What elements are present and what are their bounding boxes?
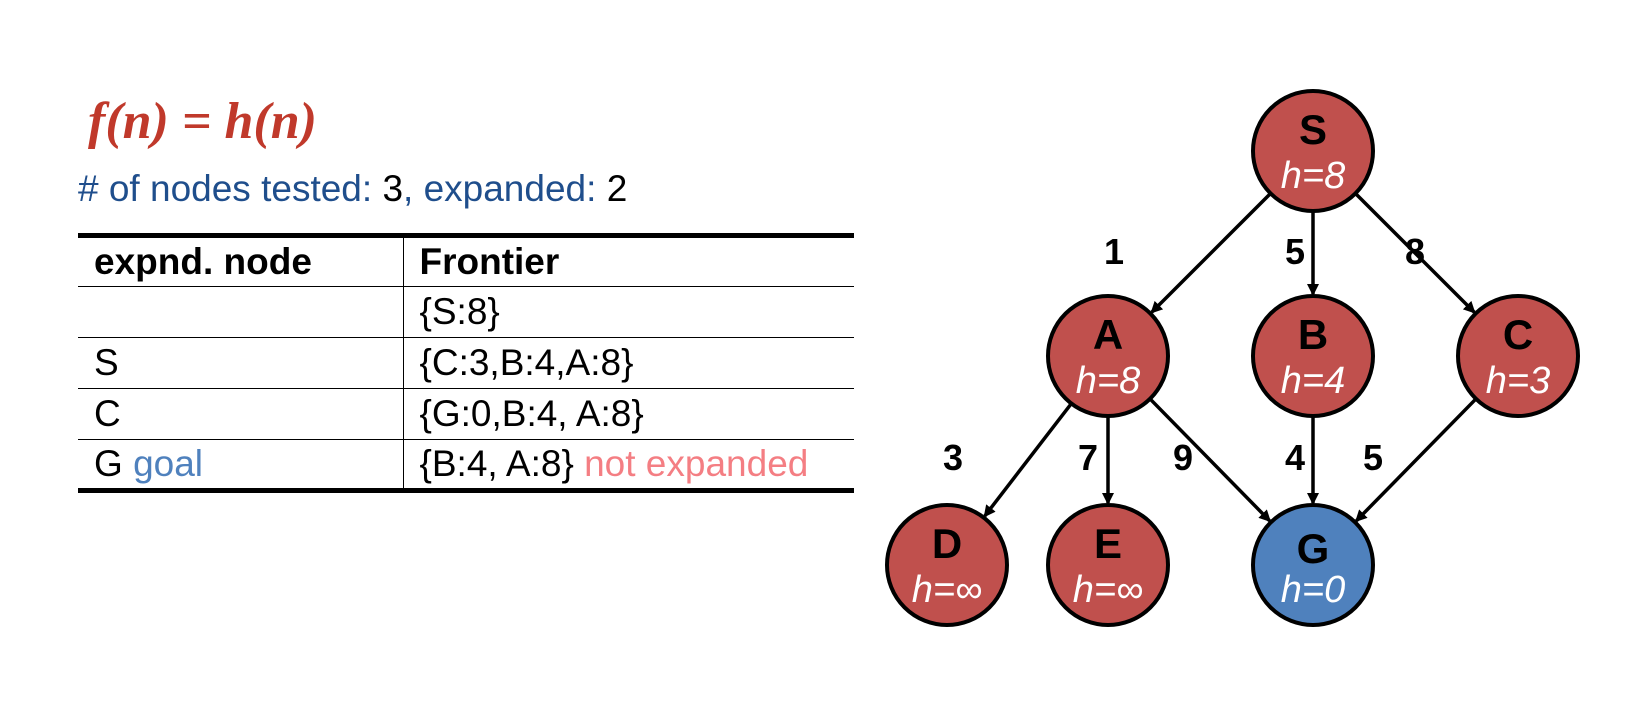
formula-title: f(n) = h(n): [88, 93, 317, 150]
node-S: Sh=8: [1251, 89, 1375, 213]
node-heuristic-B: h=4: [1281, 360, 1345, 402]
node-heuristic-C: h=3: [1486, 360, 1550, 402]
edges-layer: 1 5 8 3 7 9 4 5: [943, 192, 1477, 523]
node-heuristic-A: h=8: [1076, 360, 1140, 402]
edge-cost-A-D: 3: [943, 437, 963, 478]
expanded-node-cell: G goal: [78, 439, 404, 491]
node-heuristic-S: h=8: [1281, 155, 1345, 197]
node-B: Bh=4: [1251, 294, 1375, 418]
node-name-E: E: [1094, 520, 1122, 567]
node-circle-E: [1046, 503, 1170, 627]
search-trace-table: expnd. node Frontier {S:8} S {C:3,B:4,A:…: [78, 233, 854, 493]
node-G: Gh=0: [1251, 503, 1375, 627]
node-name-C: C: [1503, 311, 1533, 358]
node-stats: # of nodes tested: 3, expanded: 2: [78, 170, 627, 207]
node-E: Eh=∞: [1046, 503, 1170, 627]
node-name-S: S: [1299, 106, 1327, 153]
node-circle-G: [1251, 503, 1375, 627]
node-circle-B: [1251, 294, 1375, 418]
node-A: Ah=8: [1046, 294, 1170, 418]
expanded-label: , expanded:: [403, 168, 607, 209]
tested-value: 3: [382, 168, 404, 209]
edge-cost-S-B: 5: [1285, 231, 1305, 272]
frontier-cell: {C:3,B:4,A:8}: [403, 337, 854, 389]
table-row: S {C:3,B:4,A:8}: [78, 337, 854, 389]
edge-S-A: [1150, 192, 1272, 314]
expanded-node: G: [94, 443, 134, 484]
edge-cost-B-G: 4: [1285, 437, 1305, 478]
node-circle-S: [1251, 89, 1375, 213]
expanded-node: C: [94, 393, 121, 434]
frontier-cell: {G:0,B:4, A:8}: [403, 388, 854, 440]
table-header-row: expnd. node Frontier: [78, 235, 854, 287]
edge-cost-C-G: 5: [1363, 437, 1383, 478]
column-header-expanded-node: expnd. node: [78, 235, 404, 287]
edge-A-G: [1149, 398, 1271, 523]
node-circle-A: [1046, 294, 1170, 418]
node-note: goal: [133, 443, 204, 484]
expanded-node-cell: C: [78, 388, 404, 440]
frontier-note: not expanded: [584, 443, 809, 484]
expanded-value: 2: [606, 168, 628, 209]
edge-cost-A-E: 7: [1078, 437, 1098, 478]
node-heuristic-G: h=0: [1281, 569, 1345, 611]
node-name-A: A: [1093, 311, 1123, 358]
node-heuristic-D: h=∞: [912, 569, 982, 611]
frontier-value: {B:4, A:8}: [419, 443, 585, 484]
frontier-cell: {B:4, A:8} not expanded: [403, 440, 854, 491]
table-row: G goal {B:4, A:8} not expanded: [78, 439, 854, 491]
edge-cost-S-C: 8: [1405, 231, 1425, 272]
expanded-node: S: [94, 342, 119, 383]
edge-cost-S-A: 1: [1104, 231, 1124, 272]
node-name-G: G: [1297, 525, 1330, 572]
table-row: C {G:0,B:4, A:8}: [78, 388, 854, 440]
frontier-value: {C:3,B:4,A:8}: [419, 342, 634, 383]
node-name-D: D: [932, 520, 962, 567]
edge-S-C: [1354, 192, 1476, 314]
frontier-cell: {S:8}: [403, 286, 854, 338]
column-header-frontier: Frontier: [403, 235, 854, 287]
edge-A-D: [983, 403, 1073, 518]
node-circle-D: [885, 503, 1009, 627]
node-D: Dh=∞: [885, 503, 1009, 627]
edge-cost-A-G: 9: [1173, 437, 1193, 478]
node-circle-C: [1456, 294, 1580, 418]
expanded-node-cell: S: [78, 337, 404, 389]
frontier-value: {G:0,B:4, A:8}: [419, 393, 644, 434]
table-row: {S:8}: [78, 286, 854, 338]
node-name-B: B: [1298, 311, 1328, 358]
node-heuristic-E: h=∞: [1073, 569, 1143, 611]
expanded-node-cell: [78, 286, 404, 338]
frontier-value: {S:8}: [419, 291, 500, 332]
node-C: Ch=3: [1456, 294, 1580, 418]
nodes-layer: Sh=8Ah=8Bh=4Ch=3Dh=∞Eh=∞Gh=0: [885, 89, 1580, 627]
tested-label: # of nodes tested:: [78, 168, 383, 209]
edge-C-G: [1355, 398, 1477, 523]
